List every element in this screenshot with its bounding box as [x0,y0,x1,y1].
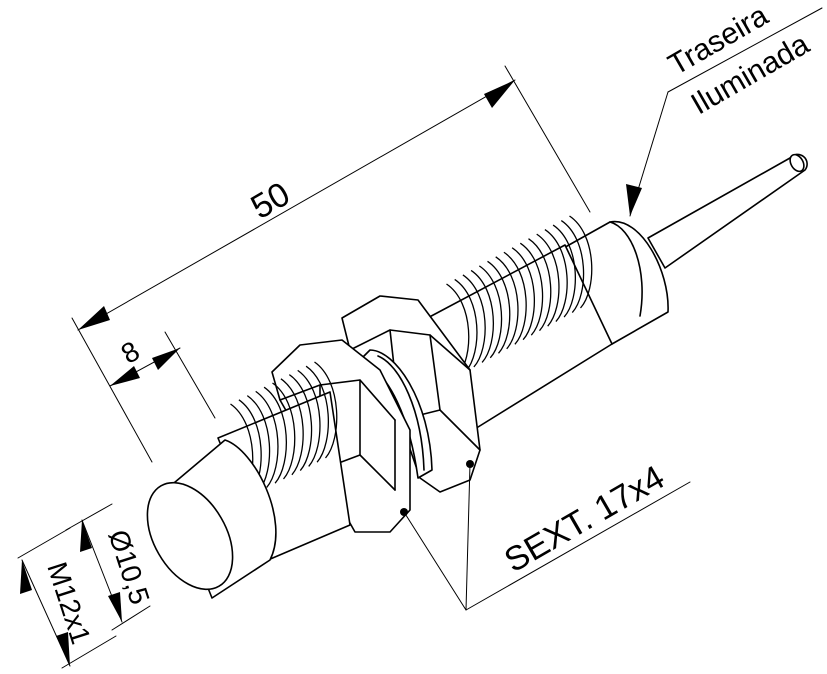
thread-ring [519,242,544,336]
dimension-8: 8 [109,331,216,419]
arrow-thread-bottom [56,632,70,666]
cable [647,153,808,269]
arrow-diameter-top [80,520,92,552]
thread-ring [305,365,329,463]
dimension-8-label: 8 [116,335,145,370]
thread-ring [495,256,519,350]
thread-ring [487,260,511,354]
illumination-callout: Traseira Iluminada [626,0,823,217]
thread-ring [528,238,552,332]
thread-ring [552,224,576,318]
thread-ring [280,378,304,476]
thread-ring [255,390,279,488]
thread-ring [454,278,478,372]
thread-ring [272,382,296,480]
arrow-diameter-bottom [108,592,122,622]
rear-cap [559,220,669,345]
arrow-8-right [152,348,180,370]
thread-ring [314,361,338,459]
thread-ring [288,374,313,472]
thread-ring [478,265,503,359]
arrow-50-right [484,80,515,108]
dimension-thread: M12x1 [17,527,117,669]
thread-ring [536,233,560,327]
arrow-50-left [78,306,110,330]
thread-ring [470,269,494,363]
thread-ring [544,229,568,323]
sensing-face [146,439,277,599]
thread-ring [462,274,486,368]
hex-label: SEXT. 17x4 [498,458,671,580]
thread-label: M12x1 [41,558,96,648]
dimension-50-label: 50 [245,175,297,227]
thread-ring [560,219,585,313]
thread-ring [297,369,321,467]
thread-ring [569,215,593,309]
thread-ring [511,247,535,341]
arrow-illumination [626,184,642,216]
arrow-thread-top [20,560,32,594]
arrow-8-left [110,366,140,386]
thread-ring [263,386,287,484]
thread-ring [503,251,527,345]
